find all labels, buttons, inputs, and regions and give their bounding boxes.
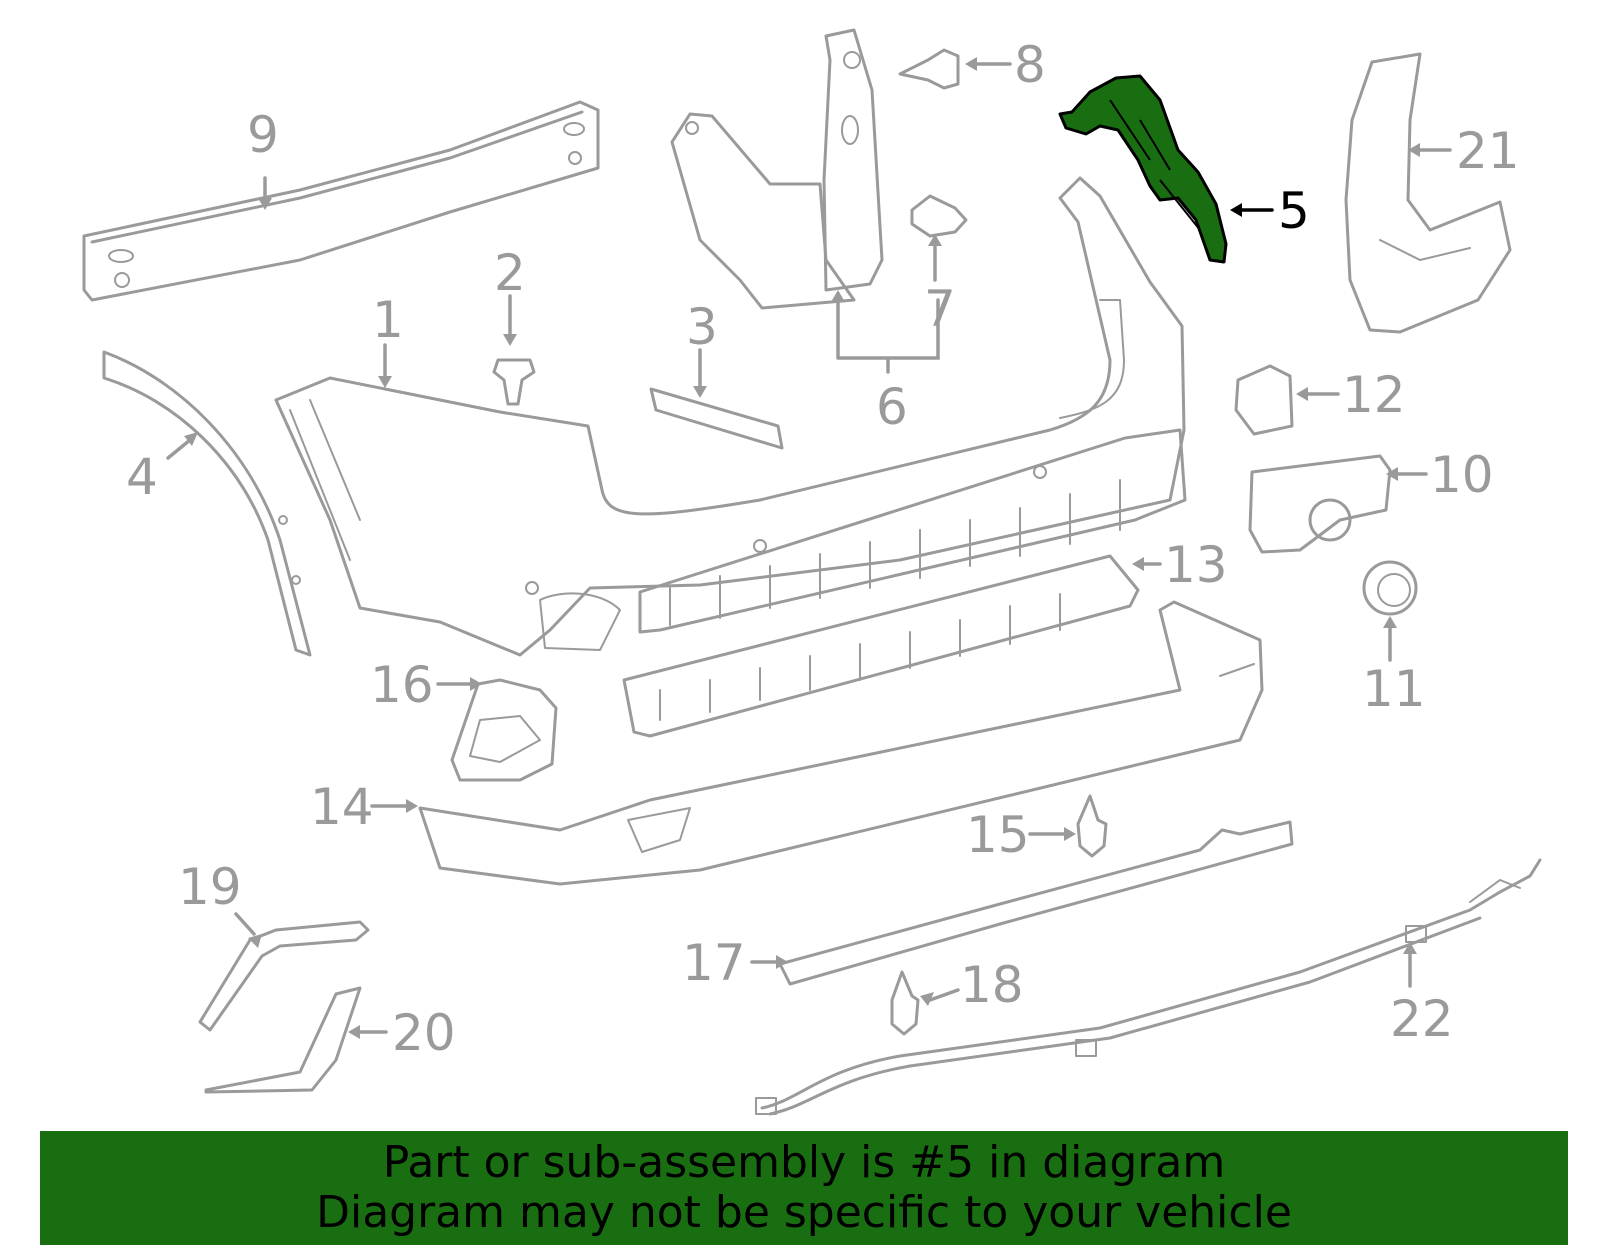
- callout-14: 14: [310, 778, 374, 836]
- part-21-mudflap[interactable]: [1344, 52, 1512, 334]
- leader-lines: [166, 57, 1452, 1039]
- part-16-reflector-bracket[interactable]: [450, 678, 558, 782]
- part-7-retainer[interactable]: [910, 194, 968, 238]
- callout-15: 15: [966, 806, 1030, 864]
- callout-21: 21: [1456, 122, 1520, 180]
- part-18-clip[interactable]: [890, 970, 920, 1036]
- banner-line-2: Diagram may not be specific to your vehi…: [316, 1187, 1292, 1238]
- part-6-brackets[interactable]: [670, 28, 884, 310]
- callout-2: 2: [494, 244, 526, 302]
- callout-7: 7: [924, 280, 956, 338]
- callout-11: 11: [1362, 660, 1426, 718]
- callout-13: 13: [1164, 536, 1228, 594]
- part-12-sensor-retainer[interactable]: [1234, 364, 1294, 436]
- part-19-molding[interactable]: [198, 920, 370, 1032]
- part-9-reinforcement-beam[interactable]: [82, 100, 600, 302]
- callout-8: 8: [1014, 36, 1046, 94]
- part-8-push-clip[interactable]: [898, 48, 960, 90]
- callout-10: 10: [1430, 446, 1494, 504]
- part-17-trim-strip[interactable]: [778, 820, 1294, 986]
- info-banner: Part or sub-assembly is #5 in diagram Di…: [40, 1131, 1568, 1245]
- callout-3: 3: [686, 298, 718, 356]
- part-13-energy-absorber[interactable]: [622, 428, 1187, 738]
- part-20-molding[interactable]: [204, 986, 362, 1094]
- callout-12: 12: [1342, 366, 1406, 424]
- callout-19: 19: [178, 858, 242, 916]
- callout-numbers: 9 2 1 3 4 8 7 6 5 21 12 10 11 13 16 14 1…: [126, 36, 1520, 1062]
- part-10-parking-sensor[interactable]: [1248, 454, 1392, 554]
- part-15-clip[interactable]: [1076, 794, 1108, 858]
- part-2-clip[interactable]: [492, 358, 536, 406]
- callout-16: 16: [370, 656, 434, 714]
- callout-5-highlighted: 5: [1278, 182, 1310, 240]
- callout-22: 22: [1390, 990, 1454, 1048]
- part-11-sensor-ring[interactable]: [1362, 560, 1418, 616]
- part-14-lower-valance[interactable]: [418, 600, 1264, 886]
- callout-4: 4: [126, 448, 158, 506]
- callout-18: 18: [960, 956, 1024, 1014]
- part-1-bumper-cover[interactable]: [274, 176, 1186, 657]
- banner-line-1: Part or sub-assembly is #5 in diagram: [382, 1137, 1226, 1188]
- part-22-wire-harness[interactable]: [755, 858, 1542, 1116]
- callout-17: 17: [682, 934, 746, 992]
- callout-1: 1: [372, 291, 404, 349]
- callout-9: 9: [247, 106, 279, 164]
- callout-6: 6: [876, 378, 908, 436]
- part-5-bracket-highlighted[interactable]: [1058, 74, 1228, 264]
- part-3-reflector[interactable]: [649, 387, 784, 450]
- part-4-arch-molding[interactable]: [102, 350, 312, 657]
- callout-20: 20: [392, 1004, 456, 1062]
